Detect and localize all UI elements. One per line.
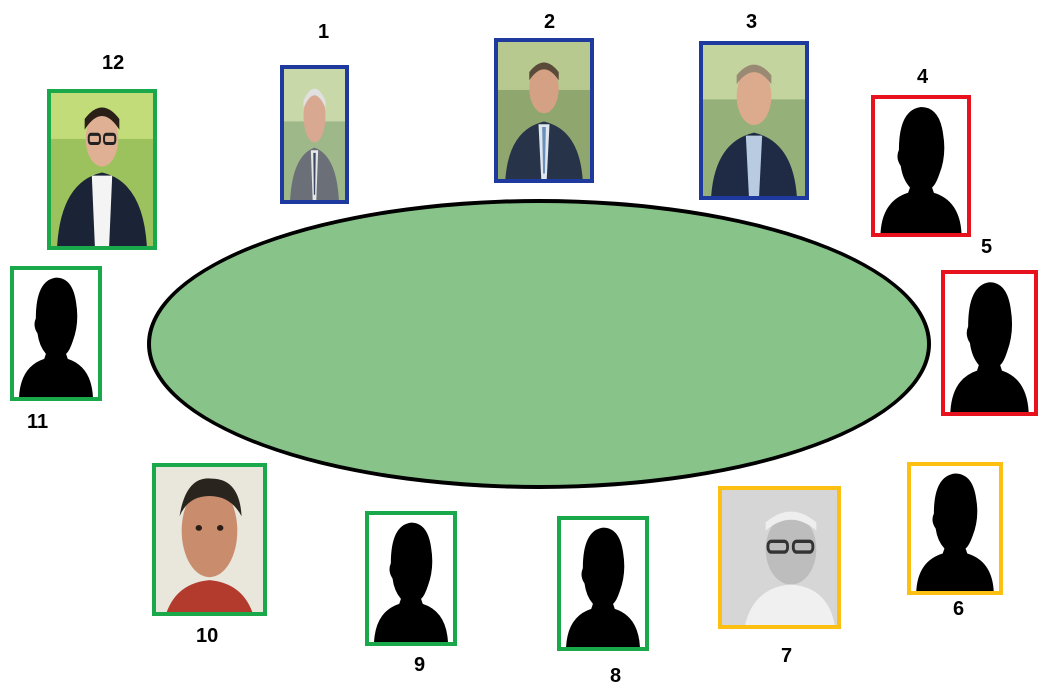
seat-1-number: 1 xyxy=(318,21,330,43)
seat-6-number: 6 xyxy=(953,598,965,620)
seat-4-number: 4 xyxy=(917,66,929,88)
seat-10-photo xyxy=(152,463,267,616)
person-photo xyxy=(703,45,805,196)
person-silhouette-icon xyxy=(14,270,98,397)
meeting-table xyxy=(147,199,931,489)
seat-11-number: 11 xyxy=(27,411,49,433)
person-photo xyxy=(156,467,263,612)
seat-1-photo xyxy=(280,65,349,204)
seat-7-number: 7 xyxy=(781,645,793,667)
seat-8-number: 8 xyxy=(610,665,622,687)
seat-8-silhouette xyxy=(557,516,649,651)
seat-12-number: 12 xyxy=(102,52,125,74)
seat-5-number: 5 xyxy=(981,236,993,258)
seat-6-silhouette xyxy=(907,462,1003,595)
person-silhouette-icon xyxy=(945,274,1034,412)
person-photo xyxy=(284,69,345,200)
person-silhouette-icon xyxy=(561,520,645,647)
person-silhouette-icon xyxy=(875,99,967,233)
seat-7-photo xyxy=(718,486,841,629)
person-silhouette-icon xyxy=(369,515,453,642)
seat-3-number: 3 xyxy=(746,11,758,33)
seat-9-number: 9 xyxy=(414,654,426,676)
seat-9-silhouette xyxy=(365,511,457,646)
person-photo xyxy=(51,93,153,246)
seat-4-silhouette xyxy=(871,95,971,237)
seat-5-silhouette xyxy=(941,270,1038,416)
seat-11-silhouette xyxy=(10,266,102,401)
person-photo xyxy=(498,42,590,179)
person-photo xyxy=(722,490,837,625)
seat-10-number: 10 xyxy=(196,625,219,647)
seat-12-photo xyxy=(47,89,157,250)
seat-2-photo xyxy=(494,38,594,183)
person-silhouette-icon xyxy=(911,466,999,591)
seat-3-photo xyxy=(699,41,809,200)
seat-2-number: 2 xyxy=(544,11,556,33)
